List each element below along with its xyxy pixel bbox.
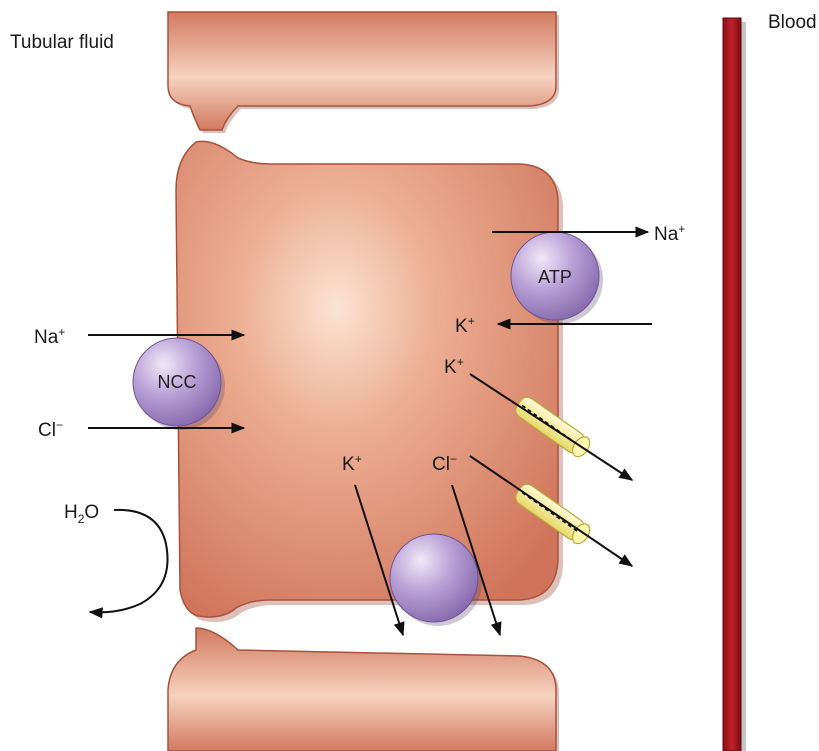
ncc-label: NCC [158, 372, 197, 392]
cl-cotransport-label: Cl− [432, 452, 457, 475]
blood-vessel [722, 17, 746, 751]
tubular-fluid-label: Tubular fluid [10, 32, 114, 53]
na-pump-label: Na+ [654, 222, 685, 245]
ncc-transporter: NCC [132, 337, 225, 430]
cl-cotransport-arrow [451, 484, 502, 637]
k-channel-arrow [469, 373, 634, 481]
kcl-cotransporter [389, 533, 482, 626]
cl-channel-arrow [469, 455, 634, 567]
na-apical-label: Na+ [34, 325, 65, 348]
k-cotransport-arrow [354, 484, 405, 637]
lower-cell [167, 627, 559, 751]
tubule-epithelial-cell [175, 140, 563, 623]
atp-label: ATP [538, 267, 572, 287]
water-label: H2O [64, 502, 99, 526]
k-cotransport-label: K+ [342, 452, 362, 475]
cl-apical-label: Cl− [38, 418, 63, 441]
k-channel-label: K+ [444, 355, 464, 378]
blood-label: Blood [768, 12, 817, 33]
flux-arrows [88, 226, 652, 637]
water-arrow [88, 508, 169, 619]
k-pump-label: K+ [455, 314, 475, 337]
na-k-atpase-pump: ATP [510, 231, 603, 324]
upper-cell [167, 11, 559, 133]
